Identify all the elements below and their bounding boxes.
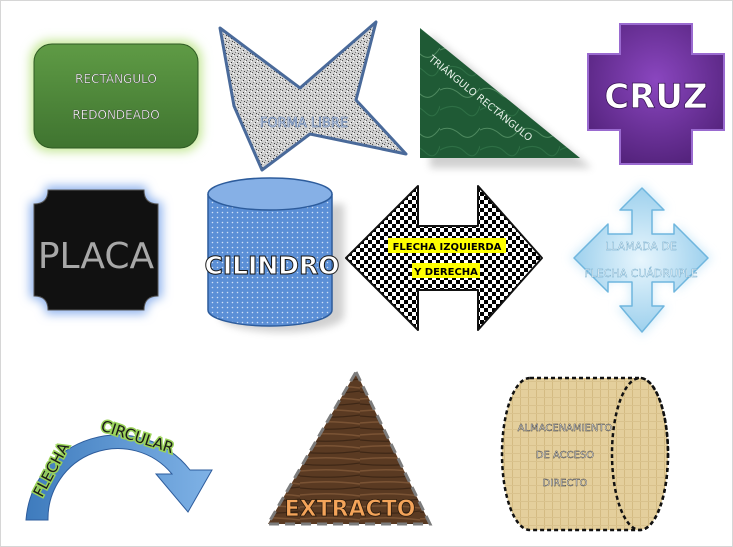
circular-arrow-shape[interactable]: FLECHA CIRCULAR (25, 415, 213, 521)
left-right-arrow-label-2: Y DERECHA (413, 267, 478, 278)
quad-arrow-label-1: LLAMADA DE (605, 240, 677, 253)
rounded-rectangle-label-2: REDONDEADO (72, 108, 159, 122)
cross-label: CRUZ (604, 77, 707, 117)
freeform-label: FORMA LIBRE (260, 116, 348, 131)
arrow-label-highlight-1 (388, 238, 506, 253)
plaque-shape[interactable]: PLACA (30, 186, 162, 314)
cylinder-label: CILINDRO (204, 251, 339, 280)
storage-label-1: ALMACENAMIENTO (518, 423, 613, 434)
storage-label-3: DIRECTO (543, 478, 588, 489)
quad-arrow-label-2: FLECHA CUÁDRUPLE (584, 267, 698, 280)
left-right-arrow-shape[interactable]: FLECHA IZQUIERDA Y DERECHA (345, 185, 543, 331)
rounded-rectangle-label-1: RECTÁNGULO (75, 71, 157, 86)
cross-shape[interactable]: CRUZ (587, 23, 725, 165)
quad-arrow-callout-shape[interactable]: LLAMADA DE FLECHA CUÁDRUPLE (570, 184, 712, 336)
plaque-label: PLACA (38, 236, 155, 277)
direct-access-storage-shape[interactable]: ALMACENAMIENTO DE ACCESO DIRECTO (500, 376, 670, 532)
cylinder-shape[interactable]: CILINDRO (204, 177, 344, 332)
extract-shape[interactable]: EXTRACTO (265, 368, 433, 526)
rounded-rectangle-shape[interactable]: RECTÁNGULO REDONDEADO (30, 40, 202, 152)
storage-label-2: DE ACCESO (536, 450, 594, 461)
extract-label: EXTRACTO (285, 497, 416, 522)
right-triangle-shape[interactable]: TRIÁNGULO RECTÁNGULO (420, 28, 592, 168)
arrow-label-highlight-2 (412, 263, 480, 278)
left-right-arrow-label-1: FLECHA IZQUIERDA (393, 242, 502, 253)
freeform-shape[interactable]: FORMA LIBRE (218, 20, 408, 172)
